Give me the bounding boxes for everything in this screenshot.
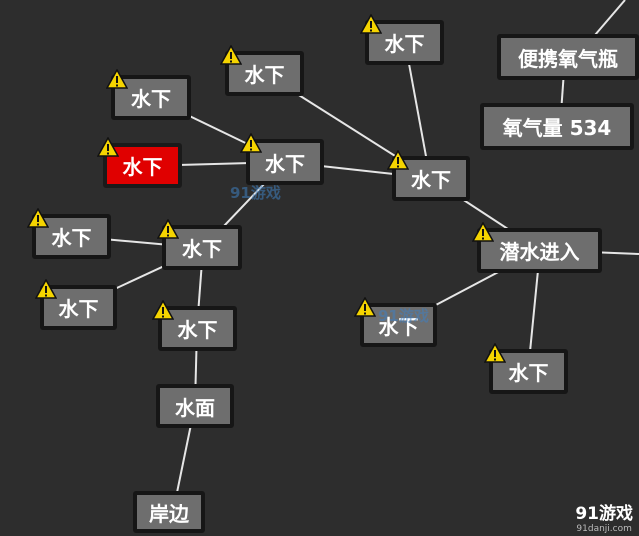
map-node-shore[interactable]: 岸边	[133, 491, 205, 533]
oxygen-amount-display: 氧气量 534	[480, 103, 634, 150]
map-node-underwater[interactable]: 水下	[32, 214, 111, 259]
inventory-portable-oxygen-bottle[interactable]: 便携氧气瓶	[497, 34, 639, 80]
map-node-underwater[interactable]: 水下	[40, 285, 117, 330]
map-node-underwater[interactable]: 水下	[360, 303, 437, 347]
map-node-underwater[interactable]: 水下	[489, 349, 568, 394]
map-node-underwater[interactable]: 水下	[162, 225, 242, 270]
map-node-underwater[interactable]: 水下	[246, 139, 324, 185]
map-node-water-surface[interactable]: 水面	[156, 384, 234, 428]
map-node-underwater[interactable]: 水下	[225, 51, 304, 96]
map-node-underwater[interactable]: 水下	[111, 75, 191, 120]
map-node-underwater[interactable]: 水下	[158, 306, 237, 351]
map-node-underwater-danger[interactable]: 水下	[103, 143, 182, 188]
map-node-underwater[interactable]: 水下	[392, 156, 470, 201]
map-node-underwater[interactable]: 水下	[365, 20, 444, 65]
map-node-dive-entry[interactable]: 潜水进入	[477, 228, 602, 273]
